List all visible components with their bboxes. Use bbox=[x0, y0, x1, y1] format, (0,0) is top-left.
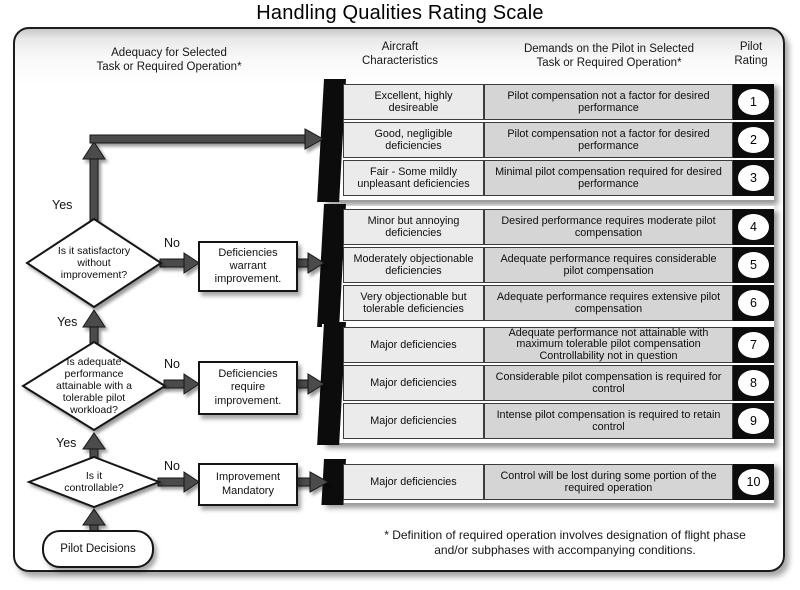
pilot-demands-cell: Adequate performance requires extensive … bbox=[484, 285, 733, 321]
pilot-demands-cell: Adequate performance not attainable with… bbox=[484, 327, 733, 363]
pilot-rating-cell: 7 bbox=[733, 327, 774, 363]
pilot-demands-cell: Considerable pilot compensation is requi… bbox=[484, 365, 733, 401]
table-row-1: Excellent, highly desireable Pilot compe… bbox=[343, 84, 774, 120]
pilot-rating-cell: 8 bbox=[733, 365, 774, 401]
no-label-2: No bbox=[164, 357, 180, 371]
yes-label-1: Yes bbox=[52, 198, 73, 212]
no-label-1: No bbox=[164, 236, 180, 250]
rating-number: 5 bbox=[738, 252, 769, 278]
decision-2-question: Is adequate performance attainable with … bbox=[56, 356, 132, 417]
action-box-1: Deficiencies warrant improvement. bbox=[198, 241, 298, 292]
aircraft-characteristics-cell: Minor but annoying deficiencies bbox=[343, 209, 484, 245]
no-label-3: No bbox=[164, 459, 180, 473]
rating-group-3: Major deficiencies Adequate performance … bbox=[317, 322, 774, 445]
footnote: * Definition of required operation invol… bbox=[384, 528, 746, 557]
pilot-rating-cell: 5 bbox=[733, 247, 774, 283]
pilot-demands-cell: Minimal pilot compensation required for … bbox=[484, 160, 733, 196]
pilot-rating-cell: 9 bbox=[733, 403, 774, 439]
pilot-rating-cell: 1 bbox=[733, 84, 774, 120]
rating-group-1: Excellent, highly desireable Pilot compe… bbox=[317, 79, 774, 202]
aircraft-characteristics-cell: Fair - Some mildly unpleasant deficienci… bbox=[343, 160, 484, 196]
table-row-2: Good, negligible deficiencies Pilot comp… bbox=[343, 122, 774, 158]
yes-label-2: Yes bbox=[57, 315, 78, 329]
aircraft-characteristics-cell: Good, negligible deficiencies bbox=[343, 122, 484, 158]
pilot-demands-cell: Pilot compensation not a factor for desi… bbox=[484, 84, 733, 120]
header-aircraft-characteristics: Aircraft Characteristics bbox=[361, 41, 439, 68]
decision-3-question: Is it controllable? bbox=[64, 470, 124, 495]
rating-number: 6 bbox=[738, 290, 769, 316]
pilot-demands-cell: Desired performance requires moderate pi… bbox=[484, 209, 733, 245]
aircraft-characteristics-cell: Very objectionable but tolerable deficie… bbox=[343, 285, 484, 321]
decision-1-question: Is it satisfactory without improvement? bbox=[57, 245, 131, 282]
table-row-6: Very objectionable but tolerable deficie… bbox=[343, 285, 774, 321]
group-2-bracket-bar bbox=[317, 204, 346, 327]
pilot-demands-cell: Intense pilot compensation is required t… bbox=[484, 403, 733, 439]
table-row-7: Major deficiencies Adequate performance … bbox=[343, 327, 774, 363]
pilot-rating-cell: 3 bbox=[733, 160, 774, 196]
rating-number: 3 bbox=[738, 165, 769, 191]
table-row-10: Major deficiencies Control will be lost … bbox=[343, 464, 774, 500]
group-1-bracket-bar bbox=[317, 79, 346, 202]
rating-number: 1 bbox=[738, 89, 769, 115]
group-3-bracket-bar bbox=[317, 322, 346, 445]
aircraft-characteristics-cell: Moderately objectionable deficiencies bbox=[343, 247, 484, 283]
rating-number: 8 bbox=[738, 370, 769, 396]
aircraft-characteristics-cell: Excellent, highly desireable bbox=[343, 84, 484, 120]
rating-group-2: Minor but annoying deficiencies Desired … bbox=[317, 204, 774, 327]
pilot-demands-cell: Pilot compensation not a factor for desi… bbox=[484, 122, 733, 158]
table-row-9: Major deficiencies Intense pilot compens… bbox=[343, 403, 774, 439]
table-row-3: Fair - Some mildly unpleasant deficienci… bbox=[343, 160, 774, 196]
pilot-decisions-start-node: Pilot Decisions bbox=[42, 530, 154, 568]
aircraft-characteristics-cell: Major deficiencies bbox=[343, 327, 484, 363]
rating-number: 2 bbox=[738, 127, 769, 153]
rating-number: 9 bbox=[738, 408, 769, 434]
rating-number: 7 bbox=[738, 332, 769, 358]
pilot-rating-cell: 4 bbox=[733, 209, 774, 245]
yes-label-3: Yes bbox=[56, 436, 77, 450]
pilot-rating-cell: 6 bbox=[733, 285, 774, 321]
pilot-rating-cell: 2 bbox=[733, 122, 774, 158]
table-row-4: Minor but annoying deficiencies Desired … bbox=[343, 209, 774, 245]
header-pilot-demands: Demands on the Pilot in Selected Task or… bbox=[523, 43, 695, 70]
page-title: Handling Qualities Rating Scale bbox=[256, 2, 544, 24]
pilot-demands-cell: Control will be lost during some portion… bbox=[484, 464, 733, 500]
aircraft-characteristics-cell: Major deficiencies bbox=[343, 464, 484, 500]
table-row-8: Major deficiencies Considerable pilot co… bbox=[343, 365, 774, 401]
header-adequacy: Adequacy for Selected Task or Required O… bbox=[96, 47, 242, 74]
rating-number: 10 bbox=[738, 469, 769, 495]
aircraft-characteristics-cell: Major deficiencies bbox=[343, 403, 484, 439]
rating-group-4: Major deficiencies Control will be lost … bbox=[321, 459, 774, 505]
rating-number: 4 bbox=[738, 214, 769, 240]
pilot-demands-cell: Adequate performance requires considerab… bbox=[484, 247, 733, 283]
pilot-rating-cell: 10 bbox=[733, 464, 774, 500]
aircraft-characteristics-cell: Major deficiencies bbox=[343, 365, 484, 401]
action-box-3: Improvement Mandatory bbox=[198, 463, 298, 506]
header-pilot-rating: Pilot Rating bbox=[734, 41, 768, 68]
table-row-5: Moderately objectionable deficiencies Ad… bbox=[343, 247, 774, 283]
action-box-2: Deficiencies require improvement. bbox=[198, 361, 298, 415]
